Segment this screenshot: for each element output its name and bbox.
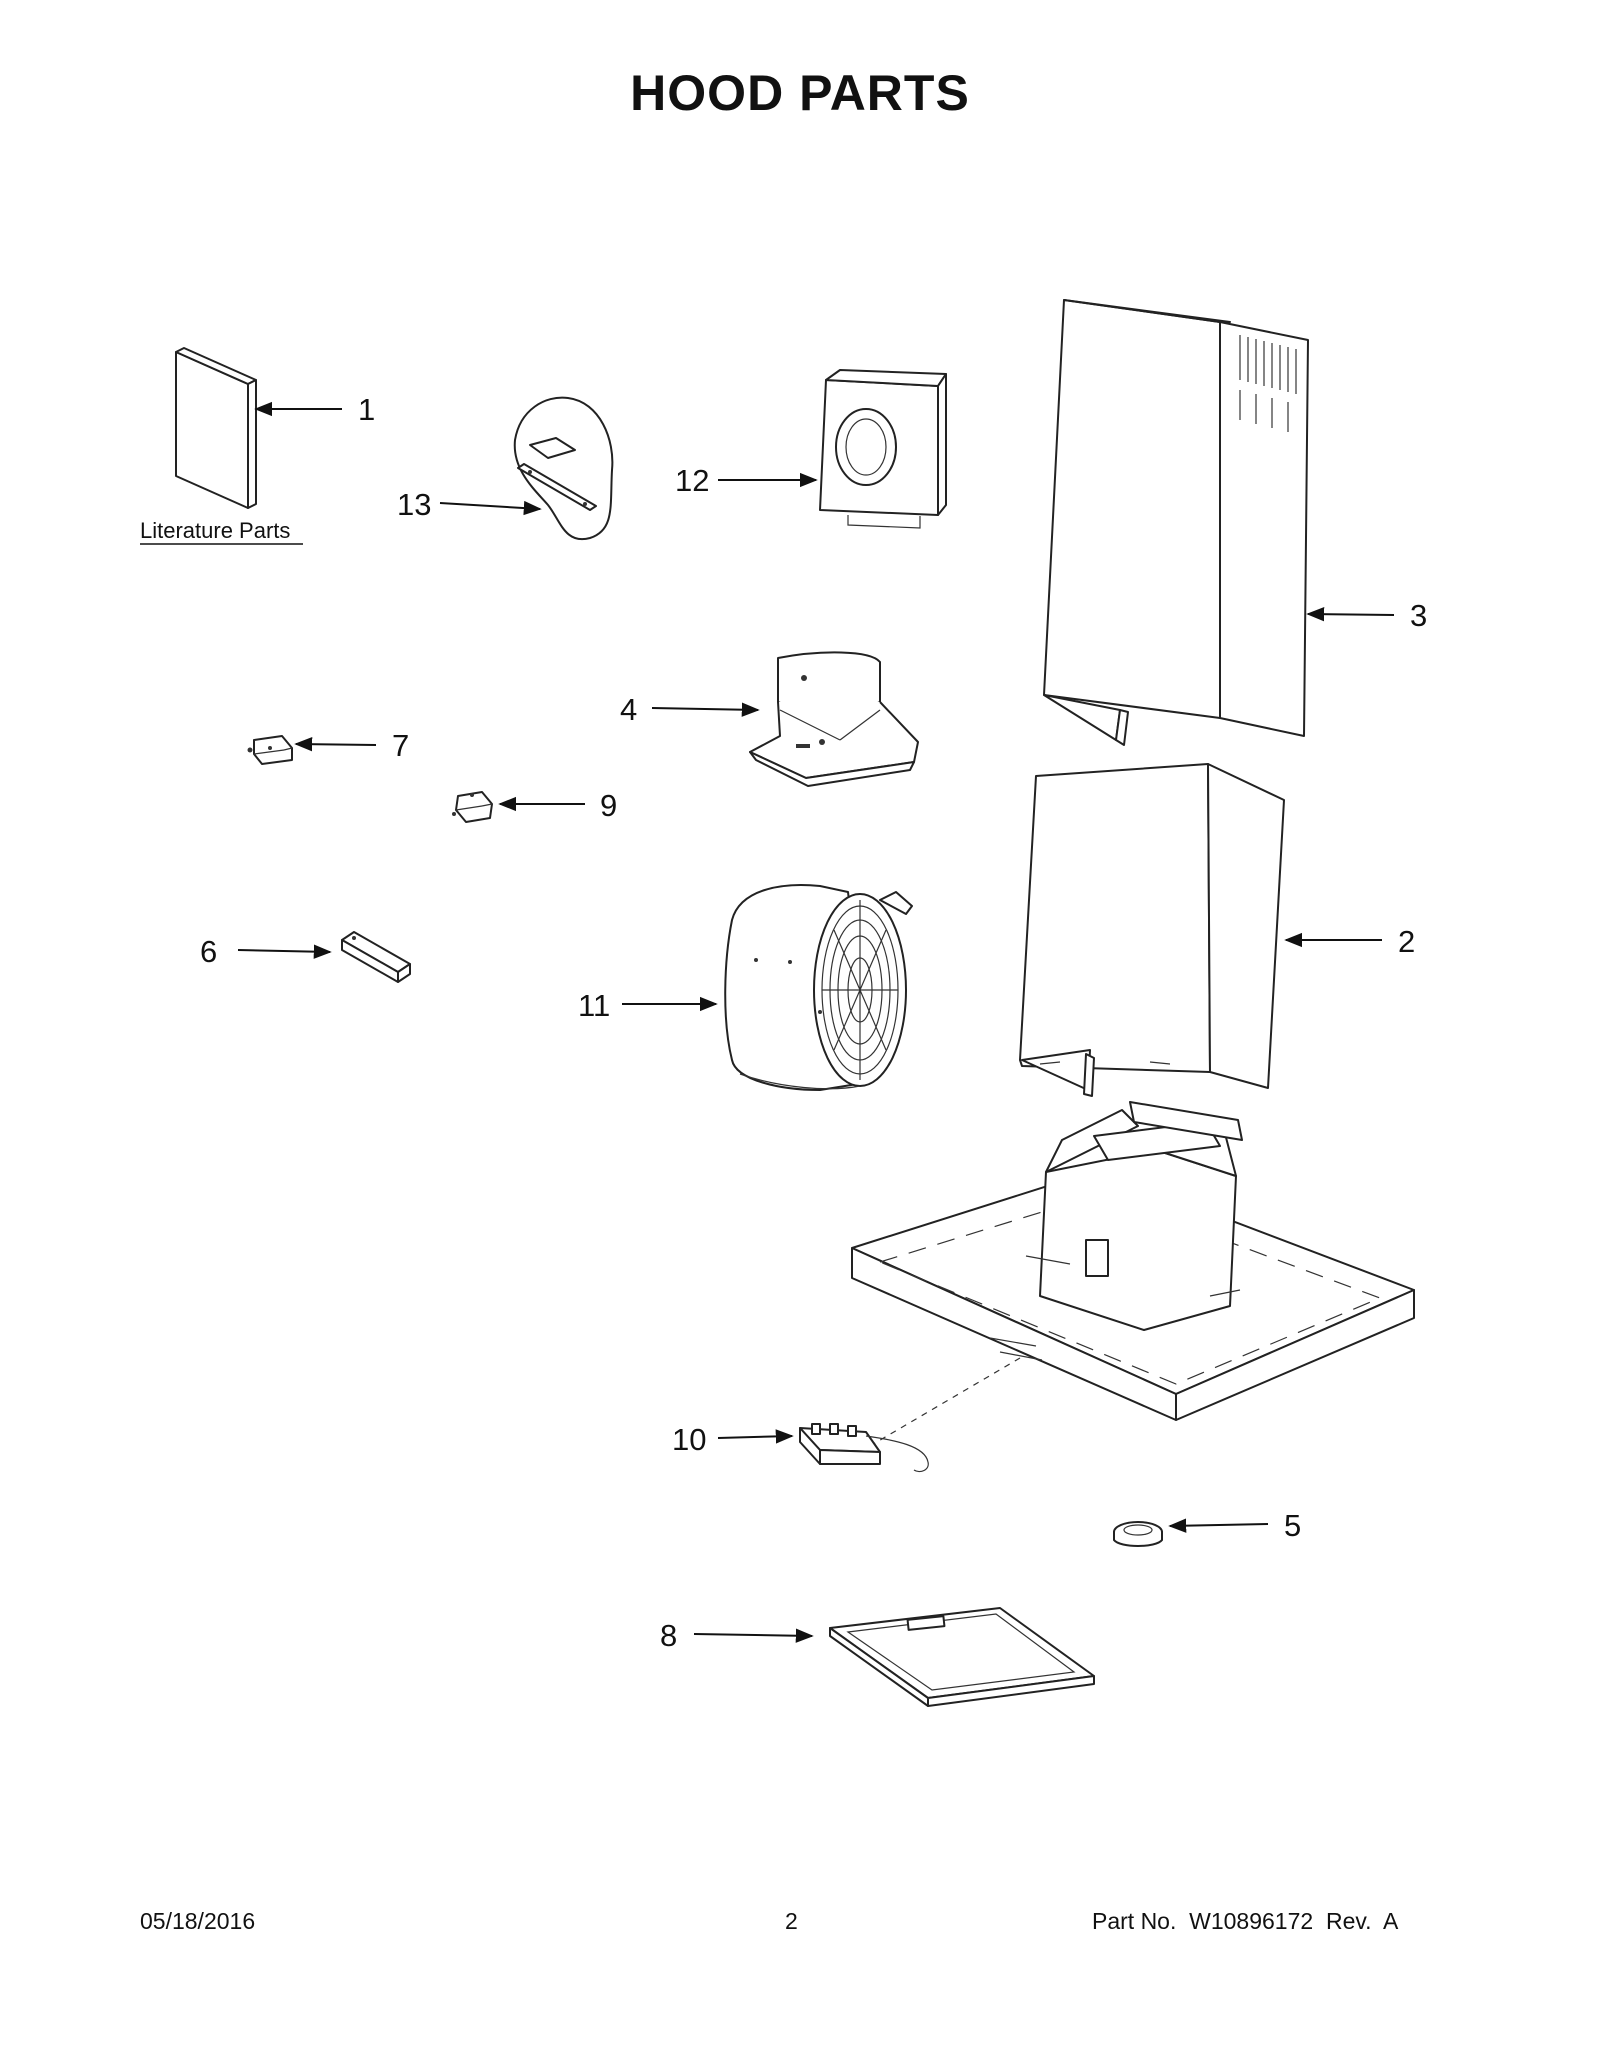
callout-6: 6 [200,934,217,969]
hardware-bag-part[interactable] [513,396,614,541]
footer-page-number: 2 [785,1908,798,1934]
page-title: HOOD PARTS [630,65,970,121]
literature-parts-label: Literature Parts [140,518,290,543]
callout-3: 3 [1410,598,1427,633]
callout-13: 13 [397,487,431,522]
duct-adapter-box-part[interactable] [819,369,947,529]
callout-12: 12 [675,463,709,498]
callout-1: 1 [358,392,375,427]
lamp-ring-part[interactable] [1113,1521,1163,1547]
callout-9: 9 [600,788,617,823]
grease-filter-part[interactable] [829,1607,1095,1707]
callout-4: 4 [620,692,637,727]
component-7-part[interactable] [247,735,293,765]
upper-chimney-part[interactable] [1043,299,1309,746]
control-module-part[interactable] [799,1423,929,1473]
literature-booklet-part[interactable] [175,347,257,509]
component-9-part[interactable] [452,791,493,823]
lower-chimney-part[interactable] [1019,763,1285,1097]
transition-part[interactable] [749,651,919,787]
component-6-part[interactable] [341,931,411,983]
callout-10: 10 [672,1422,706,1457]
callout-8: 8 [660,1618,677,1653]
blower-motor-part[interactable] [724,884,913,1091]
callout-11: 11 [578,988,610,1023]
callout-7: 7 [392,728,409,763]
footer-part-number: Part No. W10896172 Rev. A [1092,1908,1399,1934]
hood-canopy-assembly [851,1101,1415,1447]
callout-2: 2 [1398,924,1415,959]
footer-date: 05/18/2016 [140,1908,256,1934]
callout-5: 5 [1284,1508,1301,1543]
